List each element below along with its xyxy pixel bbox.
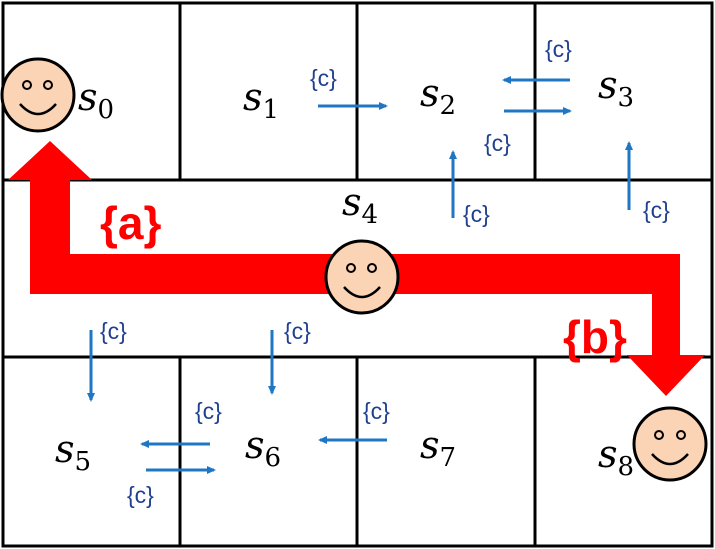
face-icon [324,239,400,315]
action-a-arrow [8,141,363,294]
state-s8-label: s8 [598,432,634,482]
state-s4-label: s4 [342,180,378,230]
c-label-s2-s3: {c} [484,130,511,156]
c-label-s6-s5: {c} [195,398,222,424]
c-label-s5-s6: {c} [127,482,154,508]
state-s2-label: s2 [420,71,456,121]
action-b-label: {b} [563,311,627,363]
action-a-label: {a} [100,197,161,249]
face-icon [0,57,76,133]
c-label-s4-s2: {c} [463,201,490,227]
c-label-s4-s3: {c} [643,197,670,223]
state-s5-label: s5 [55,427,91,477]
c-label-s4-s6: {c} [284,318,311,344]
c-label-s4-s5: {c} [100,318,127,344]
state-labels: s0 s1 s2 s3 s4 s5 s6 s7 s8 [55,63,634,482]
state-s3-label: s3 [598,63,634,113]
state-s7-label: s7 [420,423,456,473]
state-s1-label: s1 [243,75,279,125]
state-s0-label: s0 [78,75,114,125]
action-paths: {a} {b} [8,141,705,396]
transition-arrows [87,76,633,474]
c-labels: {c} {c} {c} {c} {c} {c} {c} {c} {c} {c} [100,36,670,508]
agent-face-s4 [324,239,400,315]
action-b-arrow [363,254,705,396]
c-label-s1-s2: {c} [310,65,337,91]
face-icon [632,406,708,482]
agent-face-s8 [632,406,708,482]
state-s6-label: s6 [245,423,281,473]
c-label-s7-s6: {c} [363,398,390,424]
c-label-s3-s2: {c} [545,36,572,62]
agent-face-s0 [0,57,76,133]
